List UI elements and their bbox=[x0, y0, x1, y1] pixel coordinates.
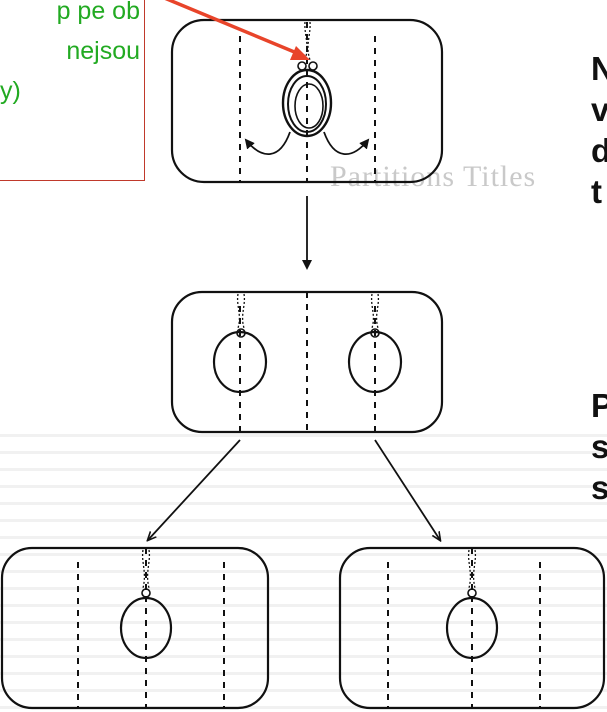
callout-line-2: nejsou bbox=[66, 37, 140, 65]
right-letter: t bbox=[591, 173, 602, 210]
callout-line-3: y) bbox=[0, 77, 21, 105]
callout-box: p pe ob nejsou y) bbox=[0, 0, 145, 181]
top-cell-nucleoid-inner bbox=[294, 83, 324, 129]
callout-pointer-arrowhead bbox=[290, 46, 310, 60]
bottom-left-cell bbox=[0, 546, 270, 710]
bottom-left-cell-membrane bbox=[0, 546, 270, 710]
middle-cell-right-nucleoid bbox=[347, 330, 403, 394]
bottom-left-knob bbox=[141, 588, 151, 598]
right-heading-block-1: N v d t bbox=[591, 48, 607, 212]
right-letter: v bbox=[591, 91, 607, 128]
top-cell-attachment-knob-left bbox=[297, 61, 307, 71]
arrow-middle-to-bottom-left bbox=[148, 439, 241, 540]
arrow-middle-to-bottom-right bbox=[374, 439, 440, 540]
top-cell bbox=[170, 18, 444, 184]
right-letter: N bbox=[591, 50, 607, 87]
top-cell-attachment-knob-right bbox=[308, 61, 318, 71]
callout-line-1: p pe ob bbox=[56, 0, 140, 25]
bottom-right-cell bbox=[338, 546, 606, 710]
background-title: Partitions Titles bbox=[330, 160, 537, 193]
right-letter: d bbox=[591, 132, 607, 169]
top-cell-arrow-left bbox=[244, 131, 291, 156]
right-letter: P bbox=[591, 387, 607, 424]
middle-cell bbox=[170, 290, 444, 434]
bottom-right-knob bbox=[467, 588, 477, 598]
bottom-right-nucleoid bbox=[445, 596, 499, 660]
bottom-left-nucleoid bbox=[119, 596, 173, 660]
background-scanned-text bbox=[0, 420, 607, 712]
top-cell-arrow-right bbox=[323, 131, 370, 156]
right-letter: s bbox=[591, 469, 607, 506]
right-letter: s bbox=[591, 428, 607, 465]
right-heading-block-2: P s s bbox=[591, 385, 607, 508]
middle-cell-left-nucleoid bbox=[212, 330, 268, 394]
top-cell-nucleoid-outer bbox=[281, 68, 333, 138]
callout-pointer-arrow bbox=[164, 0, 305, 58]
top-cell-nucleoid-middle bbox=[287, 75, 327, 133]
